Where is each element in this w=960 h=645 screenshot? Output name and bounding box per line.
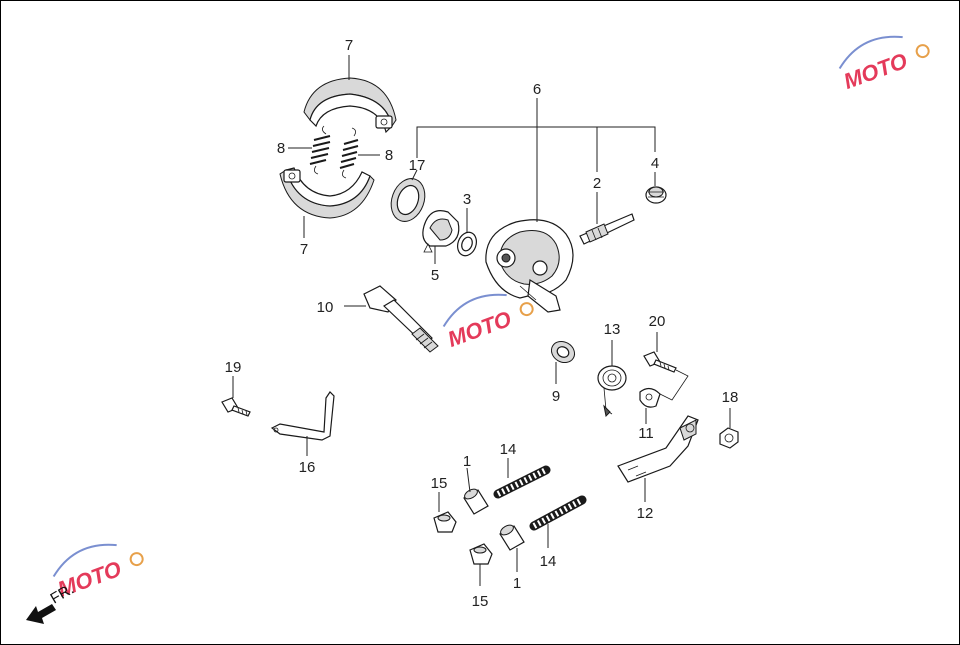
leader-1a <box>466 467 471 493</box>
label-part-1-lower: 1 <box>513 575 521 592</box>
part-3-washer <box>456 231 478 257</box>
part-6-brake-panel <box>485 219 574 313</box>
part-1-adjuster-upper <box>463 488 489 515</box>
label-part-15-lower: 15 <box>472 593 489 610</box>
part-13-return-spring <box>597 365 627 418</box>
part-1-adjuster-lower <box>499 524 525 551</box>
label-part-17: 17 <box>409 157 426 174</box>
label-part-4: 4 <box>651 155 659 172</box>
label-part-7-top: 7 <box>345 37 353 54</box>
watermark-top-right: MOTO <box>838 35 930 94</box>
part-2-drive-shaft <box>579 213 635 245</box>
label-part-1-upper: 1 <box>463 453 471 470</box>
part-5-indicator-gear <box>422 210 460 253</box>
label-part-13: 13 <box>604 321 621 338</box>
label-part-2: 2 <box>593 175 601 192</box>
label-part-14-lower: 14 <box>540 553 557 570</box>
part-14-spring-lower <box>529 495 587 531</box>
part-20-bolt <box>643 351 677 373</box>
label-part-8-left: 8 <box>277 140 285 157</box>
part-10-brake-cam <box>363 285 439 353</box>
part-17-oil-seal <box>390 178 426 222</box>
label-part-15-upper: 15 <box>431 475 448 492</box>
label-part-19: 19 <box>225 359 242 376</box>
label-part-16: 16 <box>299 459 316 476</box>
part-15-nut-lower <box>469 543 493 565</box>
part-8-spring-right <box>339 127 359 179</box>
part-4-bushing <box>645 186 667 204</box>
part-8-spring-left <box>309 125 331 175</box>
part-11-indicator-plate <box>639 387 661 408</box>
part-15-nut-upper <box>433 511 457 533</box>
front-arrow-icon <box>26 604 56 624</box>
label-part-9: 9 <box>552 388 560 405</box>
part-12-brake-arm <box>617 415 699 483</box>
label-part-6: 6 <box>533 81 541 98</box>
part-7-brake-shoe-bottom <box>279 167 375 219</box>
part-19-bolt <box>221 397 251 417</box>
label-part-5: 5 <box>431 267 439 284</box>
label-part-18: 18 <box>722 389 739 406</box>
part-9-felt-seal <box>550 340 576 364</box>
label-part-10: 10 <box>317 299 334 316</box>
leader-17 <box>411 169 418 181</box>
label-part-20: 20 <box>649 313 666 330</box>
front-direction-indicator: FR. <box>26 581 77 624</box>
label-part-11: 11 <box>638 425 654 442</box>
label-part-8-right: 8 <box>385 147 393 164</box>
label-part-3: 3 <box>463 191 471 208</box>
part-18-nut <box>719 427 739 449</box>
part-16-stopper <box>270 391 335 441</box>
leader-20-assembly <box>659 369 689 401</box>
part-7-brake-shoe-top <box>303 77 397 134</box>
label-part-14-upper: 14 <box>500 441 517 458</box>
label-part-12: 12 <box>637 505 654 522</box>
leader-group-bracket <box>416 126 656 158</box>
part-14-spring-upper <box>493 465 551 499</box>
label-part-7-bottom: 7 <box>300 241 308 258</box>
